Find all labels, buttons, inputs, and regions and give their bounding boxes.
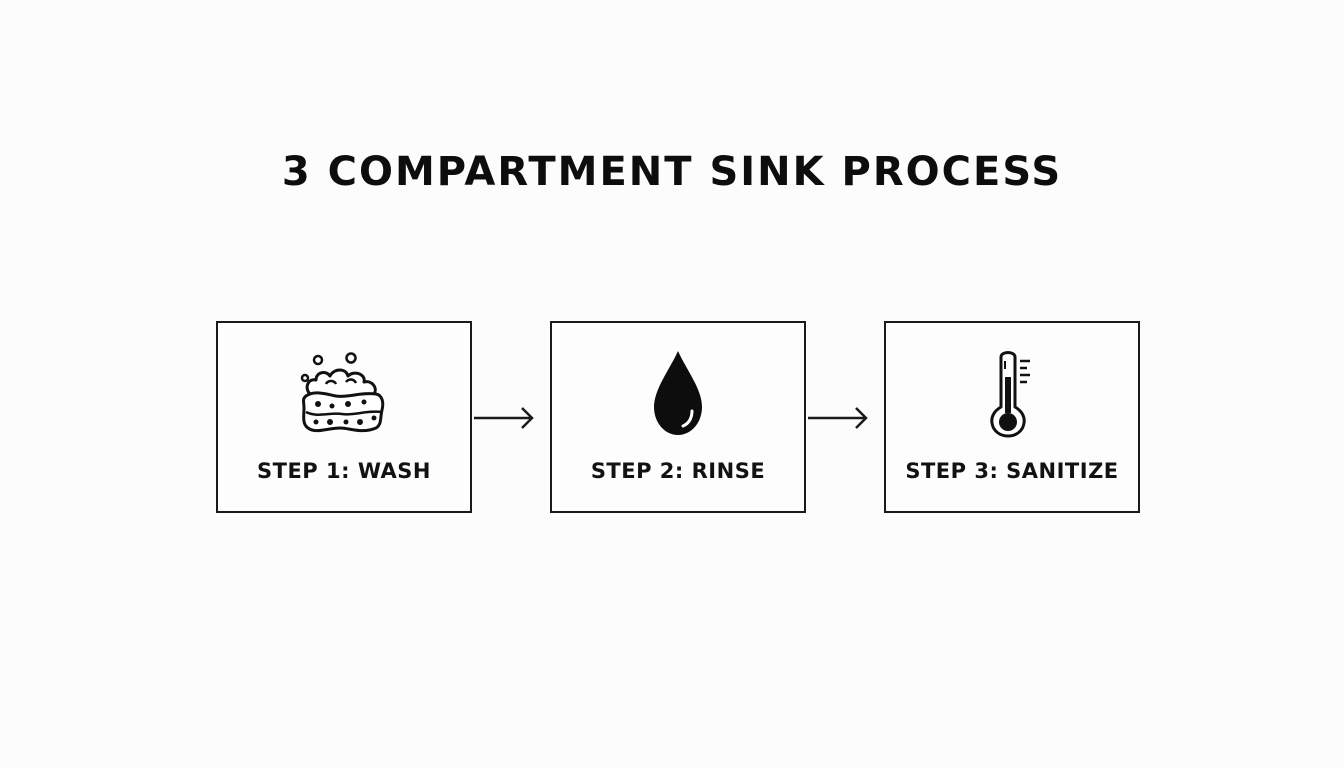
step-sanitize-label: STEP 3: SANITIZE — [905, 459, 1119, 483]
sponge-icon — [218, 343, 470, 443]
step-wash-box: STEP 1: WASH — [216, 321, 472, 513]
thermometer-icon — [886, 343, 1138, 443]
arrow-right-icon — [474, 407, 534, 429]
water-drop-icon — [552, 343, 804, 443]
step-wash-label: STEP 1: WASH — [257, 459, 431, 483]
step-rinse-box: STEP 2: RINSE — [550, 321, 806, 513]
arrow-right-icon — [808, 407, 868, 429]
step-sanitize-box: STEP 3: SANITIZE — [884, 321, 1140, 513]
step-rinse-label: STEP 2: RINSE — [590, 459, 766, 483]
page-title: 3 COMPARTMENT SINK PROCESS — [281, 149, 1063, 195]
